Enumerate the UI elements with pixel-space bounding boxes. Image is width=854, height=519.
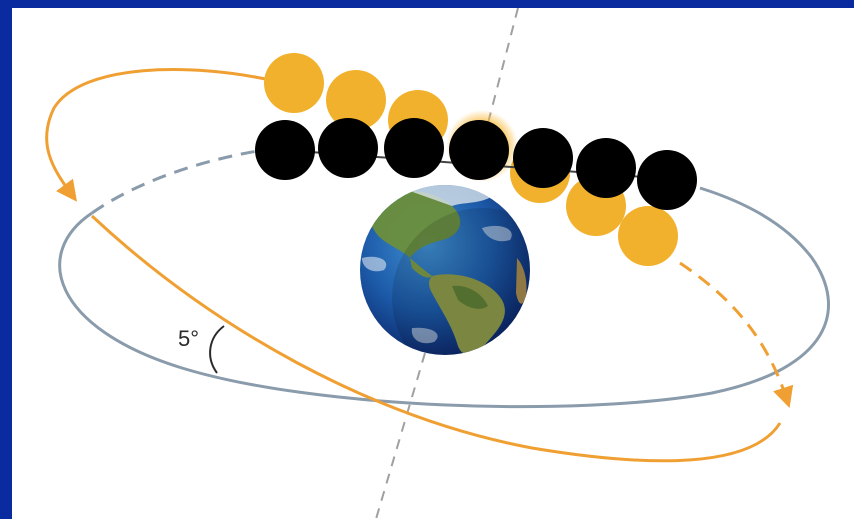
moon-disc — [513, 128, 573, 188]
sun-disc — [264, 53, 324, 113]
moon-disc — [637, 150, 697, 210]
moon-discs — [255, 118, 697, 210]
eclipse-orbit-diagram — [45, 8, 830, 519]
moon-disc — [255, 120, 315, 180]
moon-disc — [384, 118, 444, 178]
moon-disc — [576, 138, 636, 198]
angle-marker — [209, 325, 225, 374]
angle-label: 5° — [178, 326, 200, 351]
sun-disc — [326, 70, 386, 130]
moon-disc — [449, 120, 509, 180]
sun-path — [45, 68, 794, 463]
diagram-panel: 5° — [12, 8, 854, 519]
moon-orbit — [58, 148, 830, 409]
sun-disc — [618, 206, 678, 266]
moon-disc — [318, 118, 378, 178]
earth — [360, 185, 530, 355]
tilt-axis — [375, 8, 519, 519]
